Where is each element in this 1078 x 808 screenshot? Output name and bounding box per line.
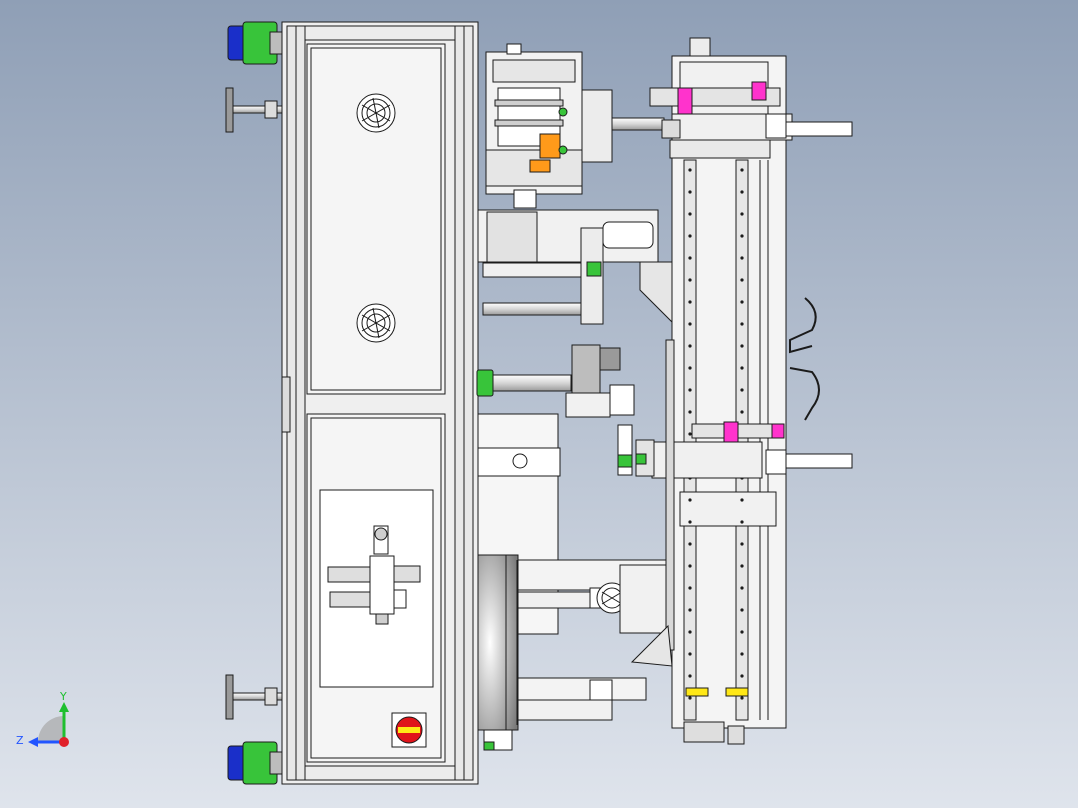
cable-hook-upper bbox=[789, 297, 817, 354]
rail-hole bbox=[688, 212, 692, 216]
fan-grille-upper bbox=[356, 93, 396, 133]
fan-grille-lower bbox=[356, 303, 396, 343]
leveling-foot-top bbox=[225, 87, 284, 133]
middle-cylinder bbox=[476, 344, 635, 476]
cross-rod bbox=[482, 302, 582, 316]
rail-hole bbox=[688, 498, 692, 502]
rail-hole bbox=[688, 278, 692, 282]
rail-hole bbox=[688, 388, 692, 392]
turntable-drum bbox=[477, 554, 519, 731]
rail-hole bbox=[740, 696, 744, 700]
y-axis-label: Y bbox=[59, 690, 67, 703]
rail-hole bbox=[688, 190, 692, 194]
limit-flag-2 bbox=[725, 687, 749, 697]
rail-hole bbox=[688, 608, 692, 612]
rail-hole bbox=[740, 674, 744, 678]
rail-hole bbox=[688, 652, 692, 656]
rail-hole bbox=[740, 542, 744, 546]
rail-hole bbox=[740, 388, 744, 392]
rail-hole bbox=[688, 234, 692, 238]
rail-hole bbox=[740, 322, 744, 326]
rail-hole bbox=[740, 630, 744, 634]
rail-holes bbox=[688, 168, 744, 700]
rail-hole bbox=[740, 234, 744, 238]
rail-hole bbox=[688, 564, 692, 568]
rail-hole bbox=[740, 520, 744, 524]
z-axis-label: Z bbox=[16, 734, 24, 747]
main-switch bbox=[391, 712, 427, 748]
rail-hole bbox=[740, 498, 744, 502]
rail-hole bbox=[740, 410, 744, 414]
gripper-assembly-upper bbox=[485, 43, 665, 209]
rail-hole bbox=[688, 630, 692, 634]
rail-hole bbox=[740, 344, 744, 348]
rail-hole bbox=[688, 542, 692, 546]
top-motor bbox=[227, 21, 287, 65]
rail-hole bbox=[740, 586, 744, 590]
rail-hole bbox=[688, 344, 692, 348]
rail-hole bbox=[688, 366, 692, 370]
rail-hole bbox=[688, 432, 692, 436]
rail-hole bbox=[688, 322, 692, 326]
axis-triad: Y Z bbox=[16, 690, 69, 747]
rail-hole bbox=[740, 212, 744, 216]
rail-hole bbox=[740, 608, 744, 612]
rail-hole bbox=[740, 168, 744, 172]
rail-hole bbox=[688, 300, 692, 304]
upper-carriage bbox=[649, 81, 853, 159]
rail-hole bbox=[688, 168, 692, 172]
linear-axis-module bbox=[671, 37, 787, 745]
rail-hole bbox=[740, 564, 744, 568]
rail-hole bbox=[688, 256, 692, 260]
limit-flag-1 bbox=[685, 687, 709, 697]
rail-hole bbox=[740, 256, 744, 260]
rail-hole bbox=[740, 300, 744, 304]
rail-hole bbox=[688, 410, 692, 414]
rail-hole bbox=[740, 278, 744, 282]
bottom-motor bbox=[227, 741, 287, 785]
rail-hole bbox=[740, 190, 744, 194]
rail-hole bbox=[740, 366, 744, 370]
cable-hook-lower bbox=[789, 367, 820, 421]
rail-hole bbox=[688, 586, 692, 590]
rail-hole bbox=[740, 652, 744, 656]
rail-hole bbox=[688, 696, 692, 700]
rail-hole bbox=[688, 520, 692, 524]
filter-regulator-unit bbox=[327, 525, 421, 625]
leveling-foot-bottom bbox=[225, 674, 284, 720]
lower-slide-rails bbox=[517, 559, 669, 721]
rail-hole bbox=[688, 674, 692, 678]
